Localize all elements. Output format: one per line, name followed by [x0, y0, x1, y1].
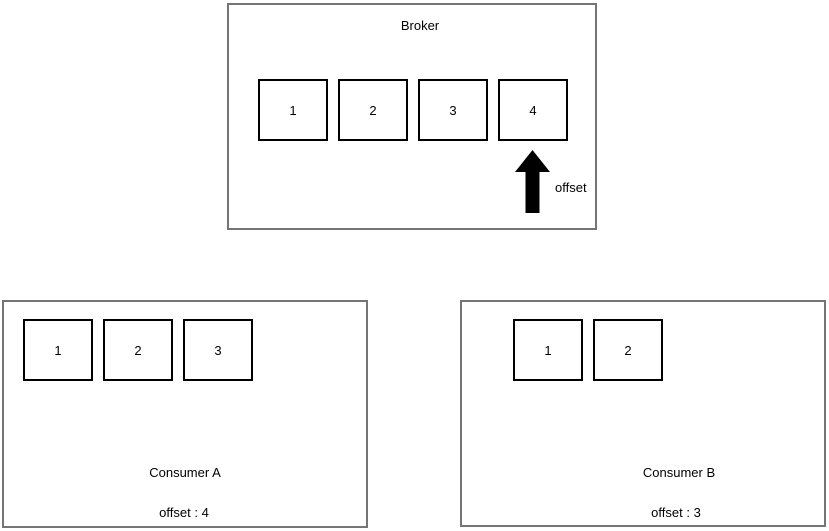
consumer-b-box: 1 2 Consumer B offset : 3 [460, 300, 826, 527]
consumer-a-title: Consumer A [149, 465, 221, 480]
broker-message-label: 3 [449, 102, 457, 118]
consumer-a-message-box-2: 2 [103, 319, 173, 381]
consumer-b-title: Consumer B [642, 465, 716, 480]
consumer-a-message-label: 1 [54, 342, 62, 358]
consumer-b-message-box-2: 2 [593, 319, 663, 381]
broker-message-label: 2 [369, 102, 377, 118]
broker-message-box-2: 2 [338, 79, 408, 141]
broker-box: Broker 1 2 3 4 offset [227, 3, 597, 230]
consumer-b-message-label: 2 [624, 342, 632, 358]
consumer-a-message-label: 3 [214, 342, 222, 358]
consumer-a-message-box-3: 3 [183, 319, 253, 381]
consumer-a-box: 1 2 3 Consumer A offset : 4 [2, 300, 368, 528]
broker-message-box-3: 3 [418, 79, 488, 141]
offset-up-arrow-icon [515, 150, 550, 213]
consumer-b-message-label: 1 [544, 342, 552, 358]
broker-message-label: 4 [529, 102, 537, 118]
offset-label: offset [555, 180, 587, 195]
broker-title: Broker [400, 18, 440, 33]
broker-message-box-1: 1 [258, 79, 328, 141]
broker-message-box-4: 4 [498, 79, 568, 141]
broker-message-label: 1 [289, 102, 297, 118]
consumer-b-message-box-1: 1 [513, 319, 583, 381]
consumer-a-message-box-1: 1 [23, 319, 93, 381]
consumer-a-offset-text: offset : 4 [159, 505, 209, 520]
consumer-b-offset-text: offset : 3 [651, 505, 701, 520]
consumer-a-message-label: 2 [134, 342, 142, 358]
